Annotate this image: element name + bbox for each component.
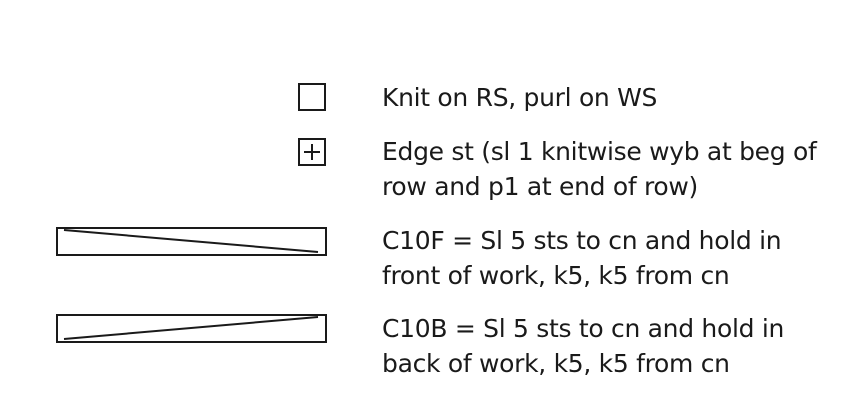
legend-description: Knit on RS, purl on WS (382, 80, 842, 115)
legend-line: back of work, k5, k5 from cn (382, 349, 730, 378)
plus-square-icon (298, 138, 326, 166)
cable-front-icon (56, 227, 327, 256)
empty-square-icon (298, 83, 326, 111)
legend-line: C10B = Sl 5 sts to cn and hold in (382, 314, 785, 343)
legend-line: Knit on RS, purl on WS (382, 83, 658, 112)
legend-line: front of work, k5, k5 from cn (382, 261, 730, 290)
legend-line: row and p1 at end of row) (382, 172, 698, 201)
legend-line: C10F = Sl 5 sts to cn and hold in (382, 226, 782, 255)
legend-description: C10F = Sl 5 sts to cn and hold in front … (382, 223, 842, 293)
legend-line: Edge st (sl 1 knitwise wyb at beg of (382, 137, 817, 166)
legend-description: Edge st (sl 1 knitwise wyb at beg of row… (382, 134, 842, 204)
cable-back-icon (56, 314, 327, 343)
legend-description: C10B = Sl 5 sts to cn and hold in back o… (382, 311, 842, 381)
